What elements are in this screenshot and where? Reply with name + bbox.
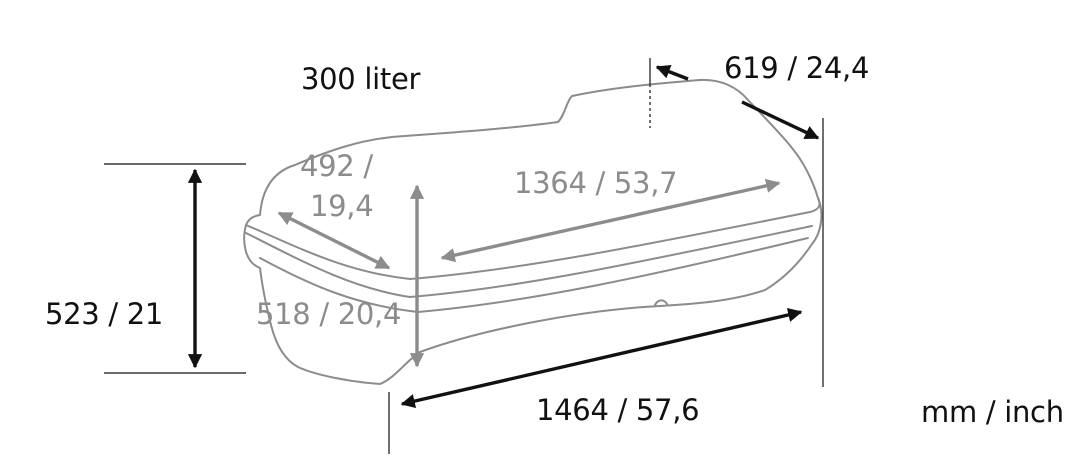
base-notch [654, 299, 668, 306]
extension-lines [104, 58, 824, 454]
roof-box-outline [243, 78, 823, 385]
width-arrow-bottom [741, 100, 820, 140]
inner-width-label-line2: 19,4 [310, 189, 373, 223]
inner-width-label-line1: 492 / [300, 149, 373, 183]
length-arrow [400, 307, 803, 409]
width-arrow-top [655, 64, 689, 81]
inner-width-arrow [277, 211, 391, 270]
overall-width-label: 619 / 24,4 [724, 51, 869, 85]
overall-length-label: 1464 / 57,6 [536, 393, 699, 427]
inner-length-label: 1364 / 53,7 [514, 166, 677, 200]
inner-height-label: 518 / 20,4 [256, 297, 401, 331]
units-label: mm / inch [921, 395, 1064, 429]
inner-length-arrow [440, 178, 781, 263]
outer-dimension-arrows [187, 64, 820, 409]
overall-height-label: 523 / 21 [45, 297, 163, 331]
capacity-label: 300 liter [301, 62, 420, 96]
inner-dimension-arrows [277, 178, 781, 368]
box-silhouette [243, 78, 823, 385]
